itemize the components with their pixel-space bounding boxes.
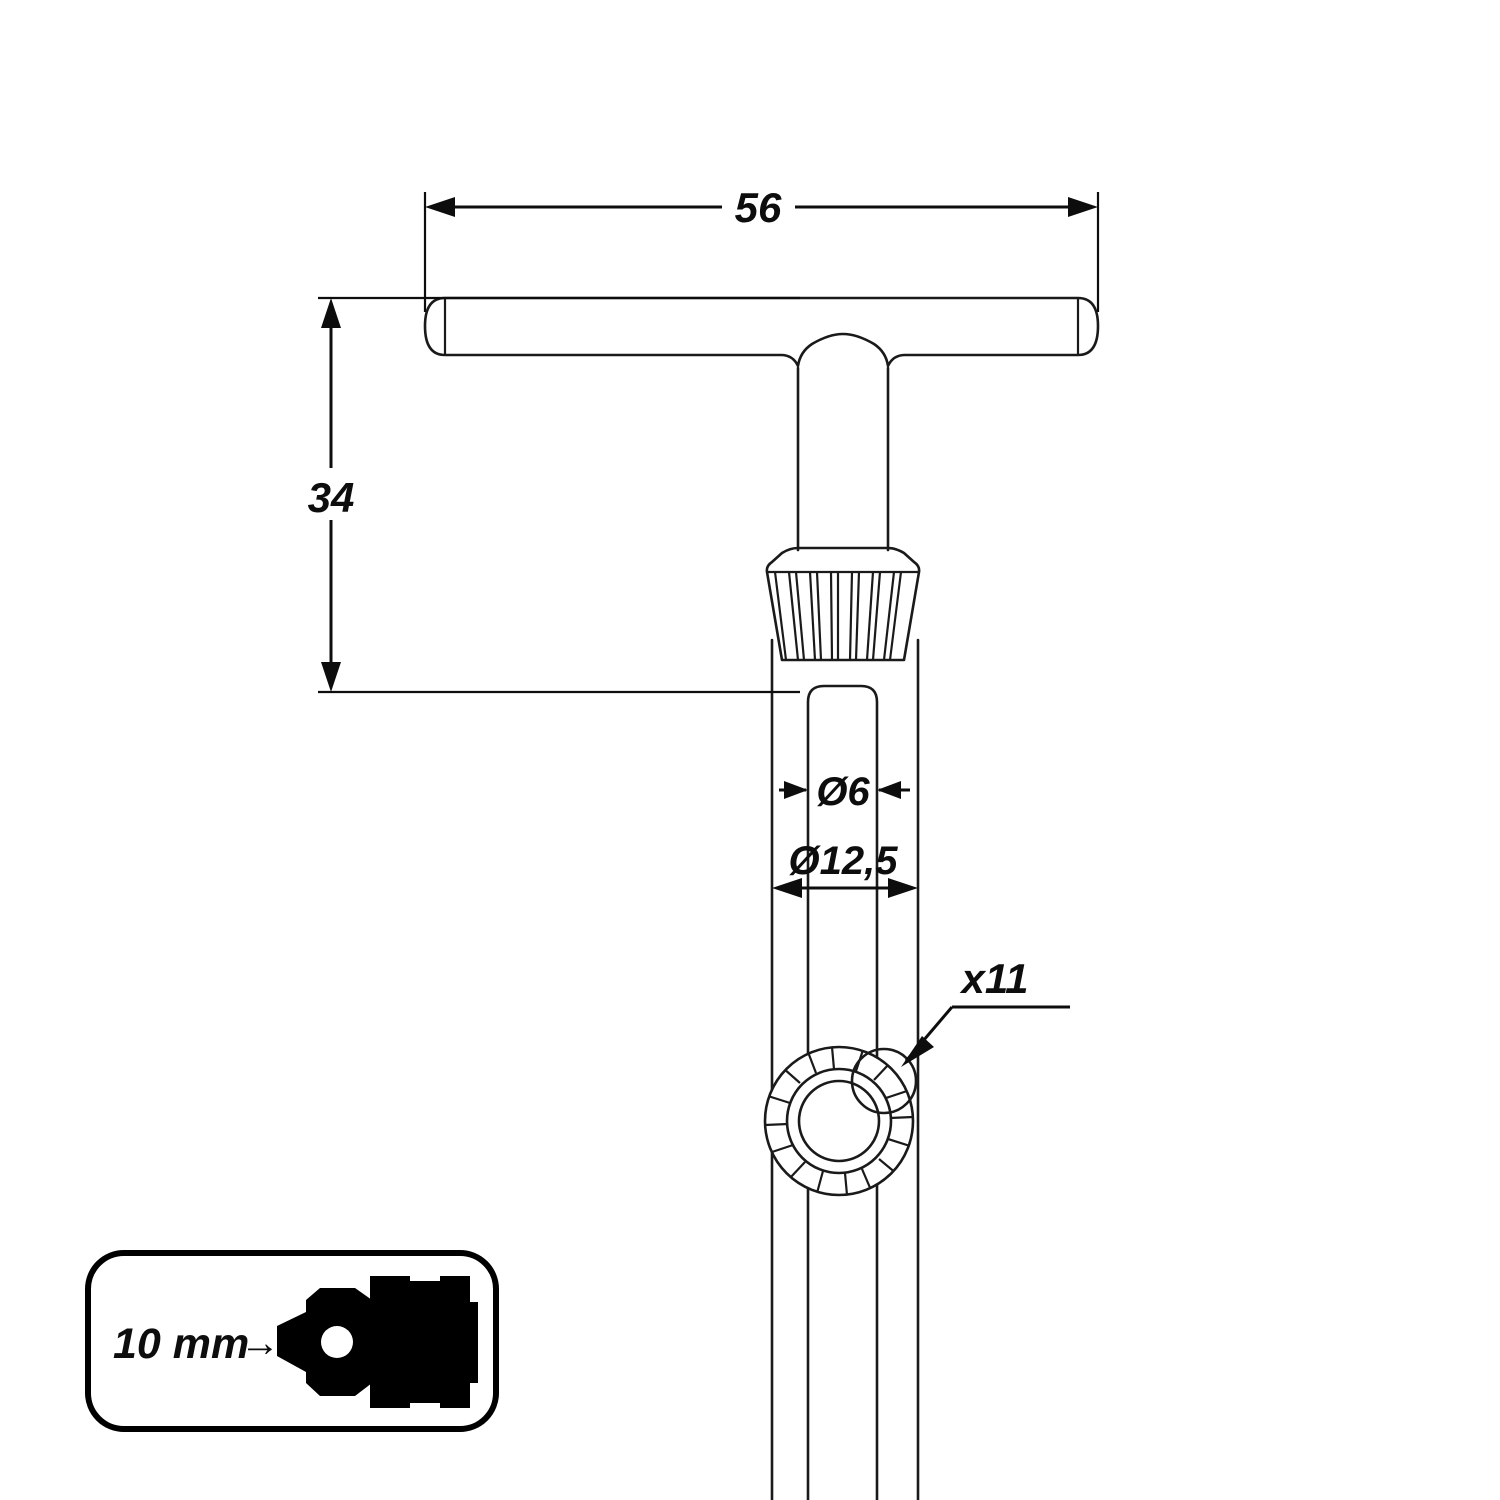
dimension-overall-width: 56 — [423, 184, 1100, 312]
t-bar-handle — [423, 296, 1100, 368]
dimension-overall-height: 34 — [308, 296, 800, 694]
dimension-shaft-diameter: Ø12,5 — [772, 839, 918, 898]
dimension-label-bore: Ø6 — [816, 770, 870, 814]
socket-adapter-silhouette — [277, 1276, 478, 1408]
badge-arrow-glyph: → — [240, 1321, 280, 1365]
callout-label-x11: x11 — [960, 955, 1029, 1002]
collar-knurl-ribs — [773, 572, 903, 660]
socket-size-badge: 10 mm → — [85, 1250, 499, 1432]
dimension-bore-diameter: Ø6 — [779, 770, 910, 814]
ring-end-view-detail — [763, 1045, 918, 1197]
highlighted-tooth — [850, 1047, 918, 1115]
callout-tooth-count: x11 — [901, 955, 1070, 1067]
knurled-collar — [765, 546, 921, 662]
shaft-outer — [770, 638, 920, 1500]
shaft-bore-lines — [806, 684, 879, 1500]
tool-part-geometry — [423, 296, 1100, 1500]
badge-label-10mm: 10 mm — [113, 1320, 249, 1368]
dimension-label-shaft: Ø12,5 — [789, 839, 899, 883]
dimension-label-34: 34 — [308, 474, 355, 521]
tool-stem — [796, 366, 890, 552]
dimension-label-56: 56 — [735, 184, 782, 231]
ring-teeth — [765, 1047, 913, 1195]
